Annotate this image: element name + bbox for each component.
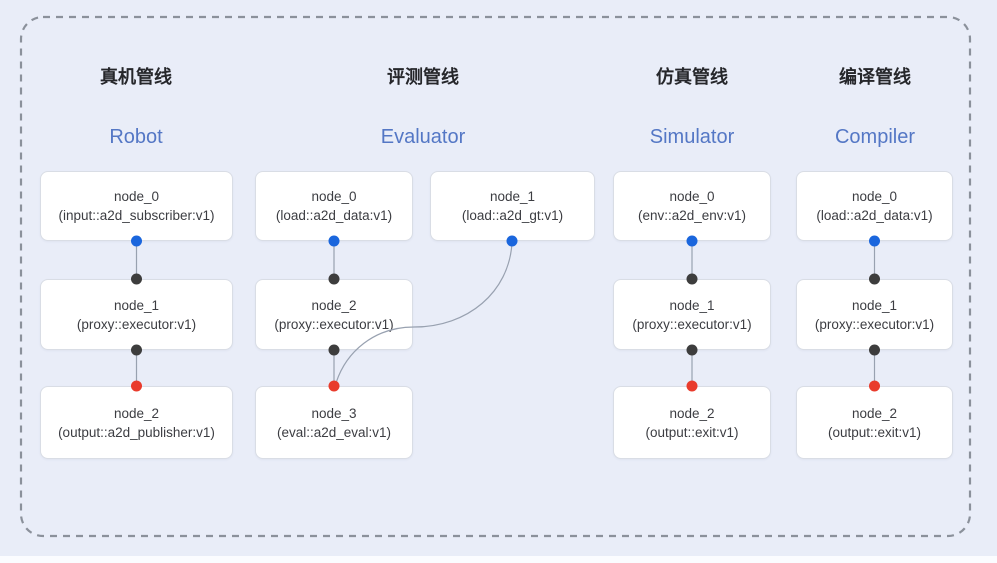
node-name: node_1: [851, 297, 898, 313]
pipeline-robot-title-cn: 真机管线: [100, 67, 172, 87]
compiler-node-0: node_0 (load::a2d_data:v1): [796, 171, 953, 241]
node-name: node_0: [311, 189, 357, 204]
node-name: node_2: [669, 405, 715, 421]
pipeline-simulator-title-en: Simulator: [649, 126, 735, 148]
node-type: (proxy::executor:v1): [814, 316, 935, 332]
simulator-node-1: node_1 (proxy::executor:v1): [613, 279, 771, 350]
node-type: (eval::a2d_eval:v1): [276, 424, 392, 440]
evaluator-node-0: node_0 (load::a2d_data:v1): [255, 171, 413, 241]
pipeline-robot-title-en: Robot: [109, 126, 163, 148]
evaluator-node-1: node_1 (load::a2d_gt:v1): [430, 171, 595, 241]
robot-node-0: node_0 (input::a2d_subscriber:v1): [40, 171, 233, 241]
compiler-node-1: node_1 (proxy::executor:v1): [796, 279, 953, 350]
node-name: node_1: [489, 189, 536, 204]
node-name: node_3: [311, 405, 357, 421]
node-type: (env::a2d_env:v1): [637, 208, 747, 223]
pipeline-evaluator-title-cn: 评测管线: [387, 67, 459, 87]
node-name: node_0: [113, 189, 160, 204]
node-name: node_0: [669, 189, 715, 204]
pipeline-evaluator-title-en: Evaluator: [380, 126, 466, 148]
compiler-node-2: node_2 (output::exit:v1): [796, 386, 953, 459]
node-type: (output::a2d_publisher:v1): [58, 424, 215, 440]
node-type: (proxy::executor:v1): [274, 316, 394, 332]
evaluator-node-2: node_2 (proxy::executor:v1): [255, 279, 413, 350]
node-name: node_1: [113, 297, 160, 313]
robot-node-1: node_1 (proxy::executor:v1): [40, 279, 233, 350]
node-type: (load::a2d_gt:v1): [461, 208, 564, 223]
node-name: node_1: [669, 297, 715, 313]
node-type: (load::a2d_data:v1): [816, 208, 933, 223]
evaluator-node-3: node_3 (eval::a2d_eval:v1): [255, 386, 413, 459]
node-type: (proxy::executor:v1): [76, 316, 197, 332]
node-name: node_2: [851, 405, 898, 421]
node-type: (output::exit:v1): [827, 424, 922, 440]
pipeline-compiler-title-en: Compiler: [834, 126, 916, 148]
node-type: (proxy::executor:v1): [632, 316, 752, 332]
pipeline-simulator-title-cn: 仿真管线: [656, 67, 728, 87]
node-name: node_0: [851, 189, 898, 204]
robot-node-2: node_2 (output::a2d_publisher:v1): [40, 386, 233, 459]
simulator-node-0: node_0 (env::a2d_env:v1): [613, 171, 771, 241]
node-name: node_2: [113, 405, 160, 421]
pipeline-compiler-title-cn: 编译管线: [839, 67, 911, 87]
simulator-node-2: node_2 (output::exit:v1): [613, 386, 771, 459]
node-type: (load::a2d_data:v1): [275, 208, 393, 223]
node-name: node_2: [311, 297, 357, 313]
node-type: (output::exit:v1): [645, 424, 739, 440]
node-type: (input::a2d_subscriber:v1): [58, 208, 215, 223]
bottom-strip: [0, 556, 997, 563]
